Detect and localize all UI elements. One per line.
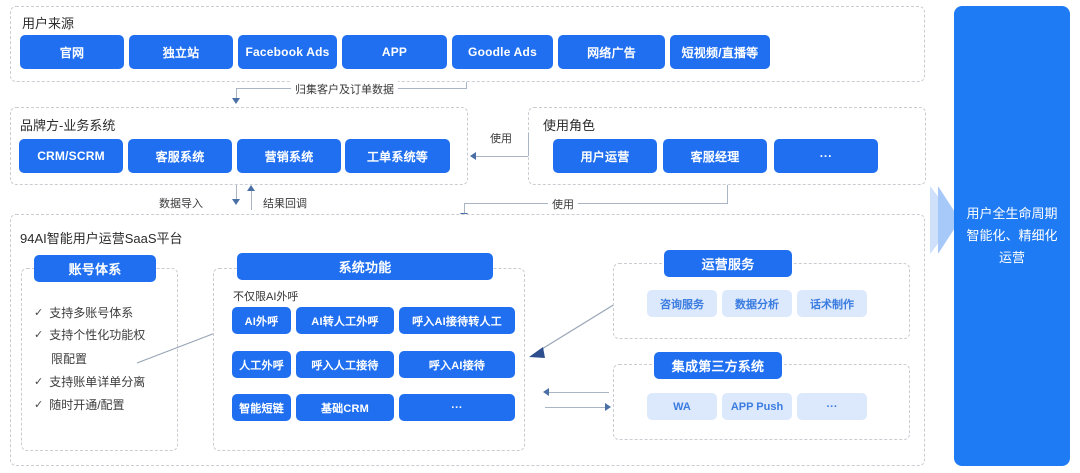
outcome-line-1: 用户全生命周期 xyxy=(966,206,1058,221)
third-party-header[interactable]: 集成第三方系统 xyxy=(654,352,782,379)
business-item-yingxiao-xitong[interactable]: 营销系统 xyxy=(237,139,341,173)
account-system-header[interactable]: 账号体系 xyxy=(34,255,156,282)
account-feature-label: 支持多账号体系 xyxy=(49,306,134,320)
check-icon: ✓ xyxy=(34,329,44,341)
connector-use-business-arrow xyxy=(470,152,476,160)
account-feature-label: 支持账单详单分离 xyxy=(49,375,146,389)
connector-ops-to-functions xyxy=(529,303,616,358)
function-rengong-waihu[interactable]: 人工外呼 xyxy=(232,351,291,378)
check-icon: ✓ xyxy=(34,307,44,319)
check-icon: ✓ xyxy=(34,376,44,388)
connector-thirdparty-in-arrow xyxy=(543,388,549,396)
group-account-system xyxy=(21,268,178,451)
ops-chip-huashu-zhizuo[interactable]: 话术制作 xyxy=(797,290,867,317)
connector-use-business-hline xyxy=(476,156,528,157)
group-roles-title: 使用角色 xyxy=(543,118,596,133)
edge-label-data-import: 数据导入 xyxy=(155,195,207,211)
account-feature-label-cont: 限配置 xyxy=(51,352,88,366)
third-party-chip-wa[interactable]: WA xyxy=(647,393,717,420)
connector-result-callback-line xyxy=(251,190,252,210)
connector-collect-vline-left xyxy=(236,88,237,100)
function-jichu-crm[interactable]: 基础CRM xyxy=(296,394,394,421)
connector-data-import-line xyxy=(236,185,237,201)
account-feature-row: ✓ 支持多账号体系 xyxy=(34,306,133,321)
source-item-wangluo-guanggao[interactable]: 网络广告 xyxy=(558,35,665,69)
group-platform-title: 94AI智能用户运营SaaS平台 xyxy=(20,231,183,246)
outcome-line-3: 运营 xyxy=(998,250,1025,265)
role-item-more[interactable]: ··· xyxy=(774,139,878,173)
ops-chip-shuju-fenxi[interactable]: 数据分析 xyxy=(722,290,792,317)
group-brand-business-title: 品牌方-业务系统 xyxy=(20,118,116,133)
connector-thirdparty-out-line xyxy=(545,407,605,408)
function-ai-waihu[interactable]: AI外呼 xyxy=(232,307,291,334)
business-item-gongdan-xitong[interactable]: 工单系统等 xyxy=(345,139,450,173)
ops-service-header[interactable]: 运营服务 xyxy=(664,250,792,277)
function-huru-ai-jiedai-zhuanrengong[interactable]: 呼入AI接待转人工 xyxy=(399,307,515,334)
source-item-guanwang[interactable]: 官网 xyxy=(20,35,124,69)
connector-collect-arrow xyxy=(232,98,240,104)
edge-label-use-platform: 使用 xyxy=(548,196,578,212)
system-functions-note: 不仅限AI外呼 xyxy=(233,291,299,303)
group-user-source-title: 用户来源 xyxy=(22,16,75,31)
edge-label-result-callback: 结果回调 xyxy=(259,195,311,211)
function-huru-rengong-jiedai[interactable]: 呼入人工接待 xyxy=(296,351,394,378)
connector-use-platform-hline xyxy=(464,203,728,204)
connector-collect-vline-right xyxy=(466,82,467,88)
role-item-kefu-jingli[interactable]: 客服经理 xyxy=(663,139,767,173)
connector-result-callback-arrow xyxy=(247,185,255,191)
source-item-goodle-ads[interactable]: Goodle Ads xyxy=(452,35,553,69)
third-party-chip-more[interactable]: ··· xyxy=(797,393,867,420)
account-feature-row: ✓ 支持账单详单分离 xyxy=(34,375,145,390)
ops-chip-zixun-fuwu[interactable]: 咨询服务 xyxy=(647,290,717,317)
system-functions-header[interactable]: 系统功能 xyxy=(237,253,493,280)
business-item-crm-scrm[interactable]: CRM/SCRM xyxy=(19,139,123,173)
outcome-text: 用户全生命周期 智能化、精细化 运营 xyxy=(966,203,1057,269)
edge-label-collect: 归集客户及订单数据 xyxy=(291,81,398,97)
check-icon: ✓ xyxy=(34,399,44,411)
function-ai-zhuanrengong-waihu[interactable]: AI转人工外呼 xyxy=(296,307,394,334)
connector-data-import-arrow xyxy=(232,199,240,205)
outcome-panel: 用户全生命周期 智能化、精细化 运营 xyxy=(954,6,1070,466)
source-item-duanshipin-zhibo[interactable]: 短视频/直播等 xyxy=(670,35,770,69)
connector-use-business-vline xyxy=(528,133,529,156)
source-item-dulizhan[interactable]: 独立站 xyxy=(129,35,233,69)
account-feature-row: ✓ 随时开通/配置 xyxy=(34,398,125,413)
source-item-app[interactable]: APP xyxy=(342,35,447,69)
connector-use-platform-vline-right xyxy=(727,185,728,203)
edge-label-use-business: 使用 xyxy=(486,130,516,146)
role-item-yonghu-yunying[interactable]: 用户运营 xyxy=(553,139,657,173)
function-huru-ai-jiedai[interactable]: 呼入AI接待 xyxy=(399,351,515,378)
function-more[interactable]: ··· xyxy=(399,394,515,421)
connector-use-platform-vline-left xyxy=(464,203,465,215)
connector-thirdparty-in-line xyxy=(549,392,609,393)
account-feature-row: ✓ 支持个性化功能权 xyxy=(34,328,145,343)
function-zhineng-duanlian[interactable]: 智能短链 xyxy=(232,394,291,421)
outcome-line-2: 智能化、精细化 xyxy=(966,228,1058,243)
third-party-chip-app-push[interactable]: APP Push xyxy=(722,393,792,420)
source-item-facebook-ads[interactable]: Facebook Ads xyxy=(238,35,337,69)
business-item-kefu-xitong[interactable]: 客服系统 xyxy=(128,139,232,173)
connector-thirdparty-out-arrow xyxy=(605,403,611,411)
account-feature-label: 随时开通/配置 xyxy=(49,398,125,412)
account-feature-label: 支持个性化功能权 xyxy=(49,328,146,342)
